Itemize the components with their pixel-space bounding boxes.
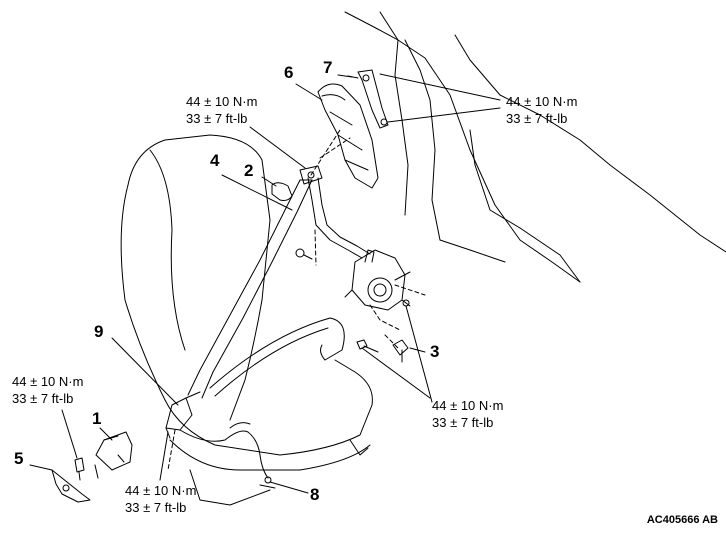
anchor-cap <box>271 182 293 201</box>
leader-8 <box>269 481 309 494</box>
figure-reference: AC405666 AB <box>646 514 718 526</box>
torque-ftlb: 33 ± 7 ft-lb <box>432 415 494 430</box>
torque-spec-mid-right: 44 ± 10 N·m 33 ± 7 ft-lb <box>432 397 503 431</box>
leader-torque-right-b <box>387 107 501 123</box>
torque-spec-top-right: 44 ± 10 N·m 33 ± 7 ft-lb <box>506 93 577 127</box>
leader-torque-top-left <box>249 126 306 169</box>
leader-6 <box>295 83 323 101</box>
leader-1 <box>99 427 113 441</box>
anchor-bolt-loose <box>295 248 313 260</box>
torque-nm: 44 ± 10 N·m <box>12 374 84 389</box>
torque-ftlb: 33 ± 7 ft-lb <box>186 111 248 126</box>
seat-back-outline <box>120 134 271 421</box>
torque-nm: 44 ± 10 N·m <box>432 398 504 413</box>
leader-torque-bottom <box>159 431 169 481</box>
torque-nm: 44 ± 10 N·m <box>506 94 578 109</box>
torque-ftlb: 33 ± 7 ft-lb <box>506 111 568 126</box>
torque-nm: 44 ± 10 N·m <box>125 483 197 498</box>
callout-7: 7 <box>323 58 333 77</box>
torque-ftlb: 33 ± 7 ft-lb <box>125 500 187 515</box>
leader-2 <box>261 176 277 187</box>
alignment-dashes <box>167 129 426 471</box>
seat-buckle <box>165 391 201 439</box>
leader-lines <box>29 73 501 494</box>
retractor-bolt <box>401 299 411 307</box>
pillar-trim-cover <box>317 83 379 189</box>
callout-2: 2 <box>244 161 254 180</box>
shoulder-anchor <box>299 165 323 185</box>
lap-anchor-bolt <box>356 339 379 353</box>
leader-4 <box>221 174 293 211</box>
retractor-assembly <box>344 249 411 311</box>
buckle-assembly <box>94 431 133 479</box>
buckle-bolt <box>74 457 85 481</box>
leader-torque-mid-a <box>361 347 431 399</box>
leader-7 <box>337 74 353 78</box>
leader-torque-mid-b <box>405 305 433 403</box>
callout-6: 6 <box>284 63 294 82</box>
callout-9: 9 <box>94 322 104 341</box>
buckle-bracket <box>51 469 91 503</box>
torque-spec-bottom: 44 ± 10 N·m 33 ± 7 ft-lb <box>125 482 196 516</box>
callout-5: 5 <box>14 449 24 468</box>
callout-1: 1 <box>92 409 102 428</box>
torque-spec-left: 44 ± 10 N·m 33 ± 7 ft-lb <box>12 373 83 407</box>
callout-3: 3 <box>430 342 440 361</box>
leader-torque-left <box>61 409 78 459</box>
torque-spec-top-left: 44 ± 10 N·m 33 ± 7 ft-lb <box>186 93 257 127</box>
leader-torque-right-a <box>379 73 501 101</box>
buckle-harness <box>179 422 272 484</box>
callout-8: 8 <box>310 485 320 504</box>
leader-9 <box>111 337 179 406</box>
torque-ftlb: 33 ± 7 ft-lb <box>12 391 74 406</box>
seat-cushion-outline <box>164 359 373 506</box>
torque-nm: 44 ± 10 N·m <box>186 94 258 109</box>
seat-belt-webbing <box>187 177 371 399</box>
leader-5 <box>29 464 53 471</box>
lower-anchor-bolt <box>392 339 409 363</box>
callout-4: 4 <box>210 151 220 170</box>
vehicle-body-panel <box>344 11 726 283</box>
